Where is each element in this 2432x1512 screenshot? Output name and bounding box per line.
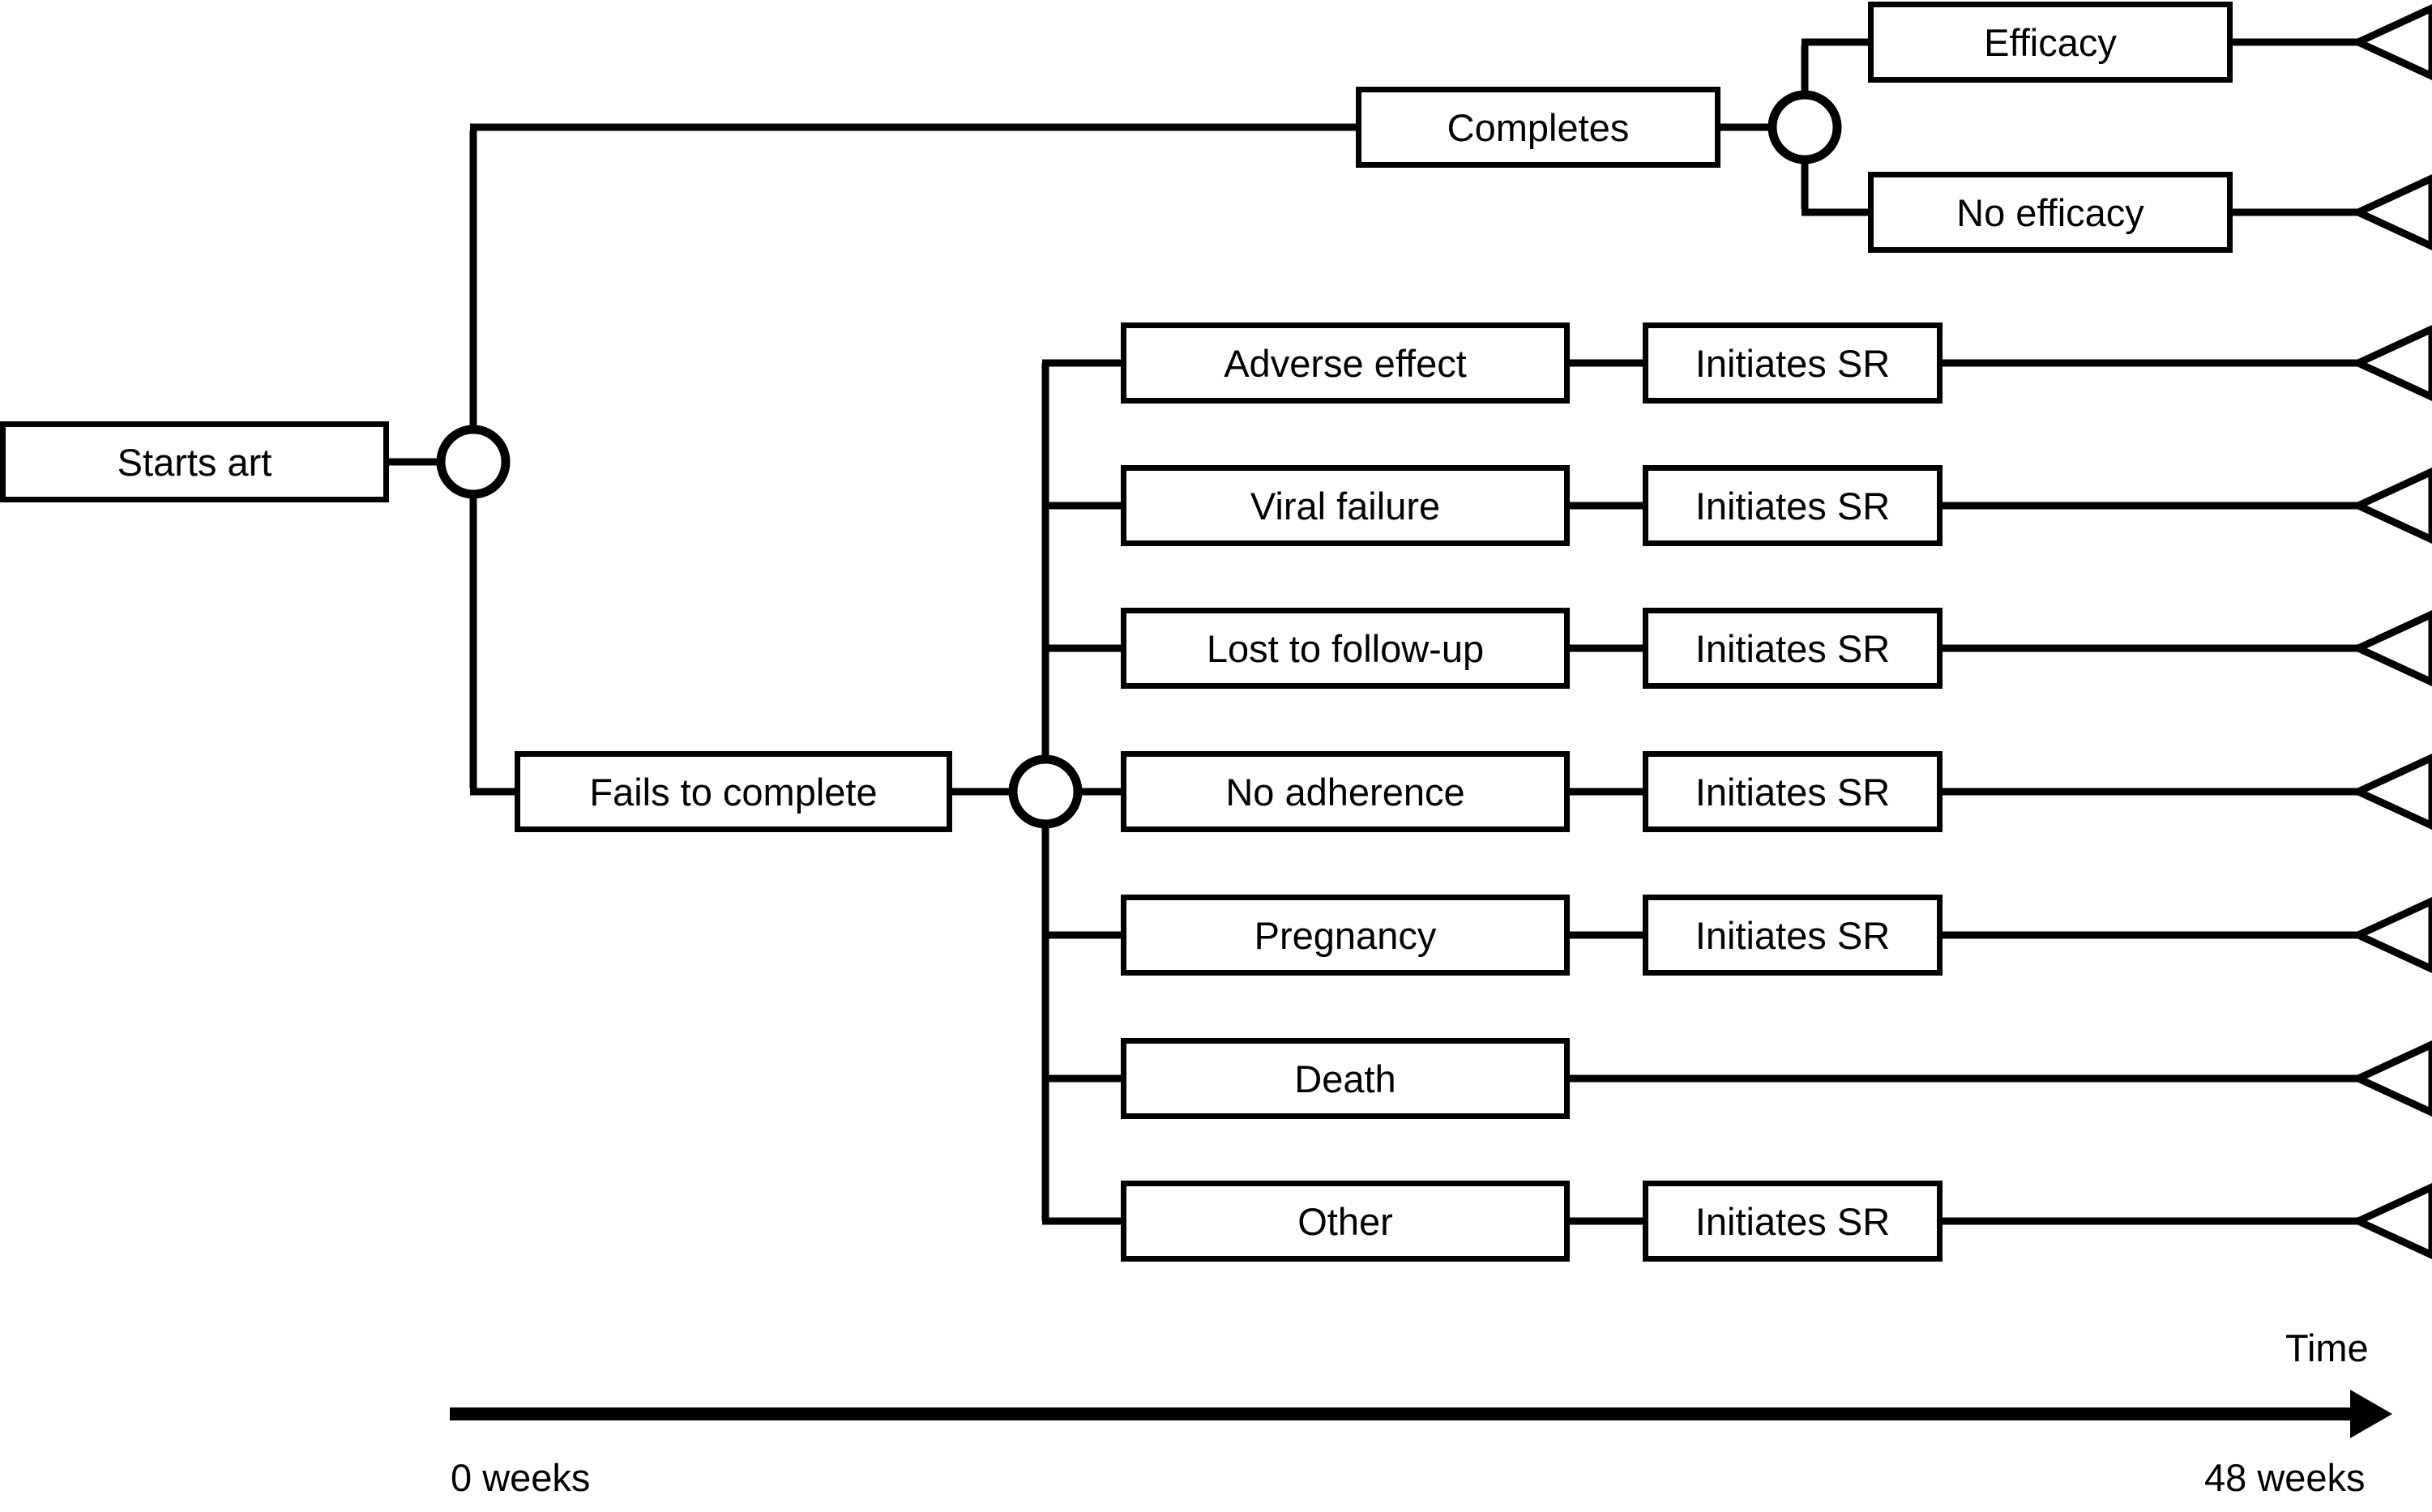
node-label: Completes xyxy=(1447,105,1630,149)
node-initiates-sr[interactable]: Initiates SR xyxy=(1643,322,1943,404)
node-failure-reason[interactable]: Death xyxy=(1121,1038,1570,1119)
node-failure-reason[interactable]: Pregnancy xyxy=(1121,895,1570,976)
terminal-node-branch xyxy=(2349,325,2432,401)
terminal-node-branch xyxy=(2349,1040,2432,1117)
node-label: Initiates SR xyxy=(1695,770,1891,814)
terminal-node-branch xyxy=(2349,468,2432,544)
node-starts-art[interactable]: Starts art xyxy=(0,421,389,502)
node-label: No efficacy xyxy=(1956,190,2144,234)
root-chance-node[interactable] xyxy=(436,425,511,499)
node-label: Viral failure xyxy=(1250,484,1441,527)
node-no-efficacy[interactable]: No efficacy xyxy=(1868,172,2233,253)
node-failure-reason[interactable]: Viral failure xyxy=(1121,465,1570,546)
node-label: Lost to follow-up xyxy=(1206,626,1485,670)
node-initiates-sr[interactable]: Initiates SR xyxy=(1643,608,1943,689)
node-label: Initiates SR xyxy=(1695,484,1891,527)
node-label: Pregnancy xyxy=(1254,913,1437,957)
node-label: Starts art xyxy=(117,440,272,484)
terminal-node-branch xyxy=(2349,754,2432,830)
terminal-node-efficacy xyxy=(2349,4,2432,80)
time-axis-start-label: 0 weeks xyxy=(451,1456,591,1499)
time-axis-end-label: 48 weeks xyxy=(2204,1456,2366,1499)
node-failure-reason[interactable]: No adherence xyxy=(1121,751,1570,832)
node-label: Death xyxy=(1294,1057,1396,1100)
node-initiates-sr[interactable]: Initiates SR xyxy=(1643,1181,1943,1262)
node-label: Adverse effect xyxy=(1224,341,1467,385)
terminal-node-no-efficacy xyxy=(2349,174,2432,250)
time-axis-label: Time xyxy=(2285,1326,2369,1369)
node-completes[interactable]: Completes xyxy=(1356,87,1720,168)
node-initiates-sr[interactable]: Initiates SR xyxy=(1643,751,1943,832)
node-failure-reason[interactable]: Adverse effect xyxy=(1121,322,1570,404)
node-label: Initiates SR xyxy=(1695,626,1891,670)
completes-chance-node[interactable] xyxy=(1767,90,1842,164)
terminal-node-branch xyxy=(2349,1183,2432,1259)
node-label: Efficacy xyxy=(1984,20,2117,64)
node-initiates-sr[interactable]: Initiates SR xyxy=(1643,895,1943,976)
node-label: No adherence xyxy=(1225,770,1465,814)
node-label: Initiates SR xyxy=(1695,913,1891,957)
node-initiates-sr[interactable]: Initiates SR xyxy=(1643,465,1943,546)
node-label: Fails to complete xyxy=(589,770,878,814)
fails-chance-node[interactable] xyxy=(1008,754,1083,829)
node-label: Initiates SR xyxy=(1695,341,1891,385)
node-efficacy[interactable]: Efficacy xyxy=(1868,2,2233,83)
node-label: Initiates SR xyxy=(1695,1199,1891,1243)
node-failure-reason[interactable]: Other xyxy=(1121,1181,1570,1262)
node-fails-to-complete[interactable]: Fails to complete xyxy=(515,751,952,832)
terminal-node-branch xyxy=(2349,897,2432,973)
node-label: Other xyxy=(1297,1199,1393,1243)
time-axis-arrowhead xyxy=(2350,1390,2392,1438)
node-failure-reason[interactable]: Lost to follow-up xyxy=(1121,608,1570,689)
terminal-node-branch xyxy=(2349,610,2432,686)
